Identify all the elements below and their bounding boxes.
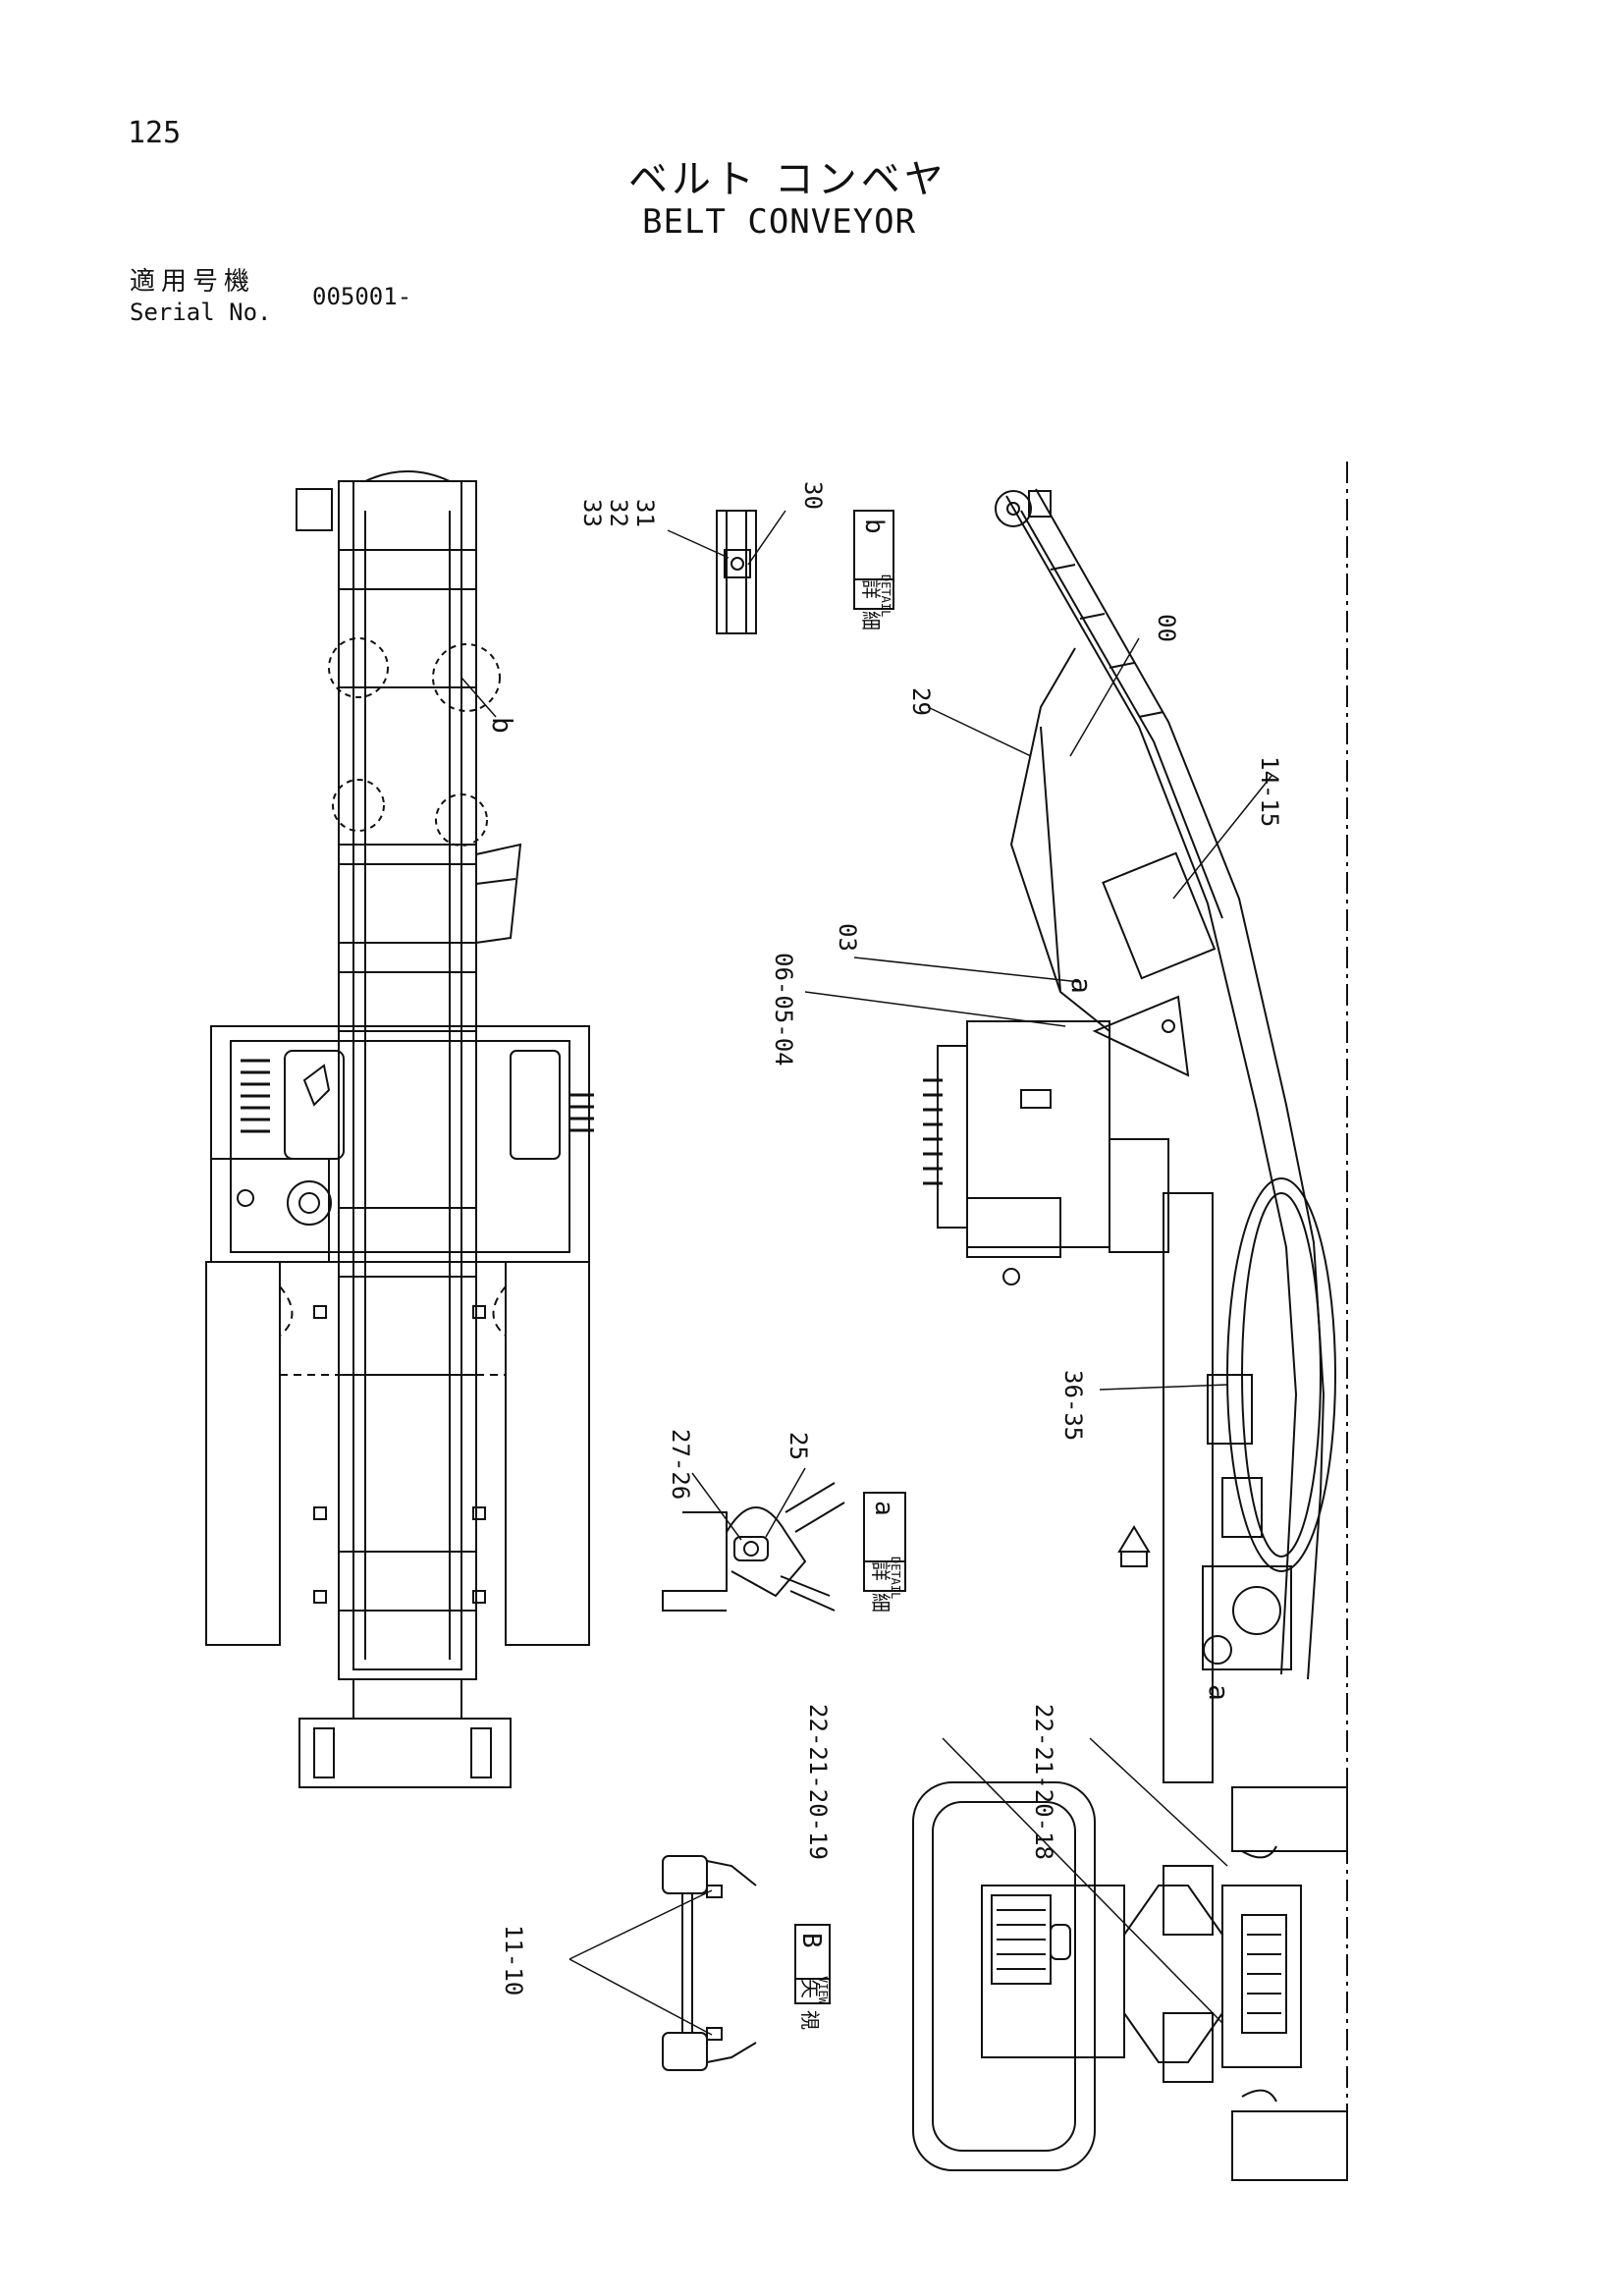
detail-b-label-en: DETAIL (879, 574, 893, 617)
view-b (568, 1855, 831, 2071)
callout-22-21-20-18: 22-21-20-18 (1030, 1704, 1057, 1860)
side-view (923, 462, 1348, 2181)
callout-22-21-20-19: 22-21-20-19 (804, 1704, 832, 1860)
view-b-label-jp: 矢 視 (798, 1979, 822, 2030)
detail-a-label-en: DETAIL (889, 1557, 902, 1599)
callout-03: 03 (834, 923, 861, 952)
marker-b: b (486, 717, 518, 734)
callout-11-10: 11-10 (500, 1925, 527, 1995)
callout-14-15: 14-15 (1256, 756, 1283, 827)
callout-33: 33 (578, 499, 606, 527)
serial-label-japanese: 適用号機 (130, 267, 256, 297)
serial-number-value: 005001- (312, 283, 412, 310)
serial-label: Serial No. (130, 299, 272, 326)
callout-31: 31 (631, 499, 659, 527)
callout-25: 25 (784, 1432, 812, 1460)
callout-29: 29 (907, 687, 935, 716)
detail-a (662, 1467, 906, 1612)
detail-b-label-jp: 詳 細 (859, 579, 883, 630)
callout-30: 30 (799, 481, 827, 510)
page-number: 125 (128, 116, 182, 150)
page-title: BELT CONVEYOR (642, 202, 917, 242)
callout-00: 00 (1153, 614, 1180, 642)
front-view (912, 1781, 1302, 2171)
detail-a-letter: a (869, 1501, 898, 1516)
callout-36-35: 36-35 (1059, 1370, 1087, 1441)
detail-b (667, 510, 894, 634)
page-title-japanese: ベルト コンベヤ (628, 157, 947, 202)
view-b-label-en: VIEW (816, 1976, 830, 2005)
marker-a-upper: a (1065, 977, 1098, 994)
callout-27-26: 27-26 (667, 1429, 694, 1500)
detail-a-label-jp: 詳 細 (869, 1561, 893, 1613)
detail-b-letter: b (859, 519, 889, 534)
callout-06-05-04: 06-05-04 (770, 953, 797, 1066)
view-b-letter: B (796, 1933, 826, 1948)
top-view (205, 470, 594, 1788)
marker-a-lower: a (1203, 1684, 1235, 1701)
callout-32: 32 (605, 499, 632, 527)
